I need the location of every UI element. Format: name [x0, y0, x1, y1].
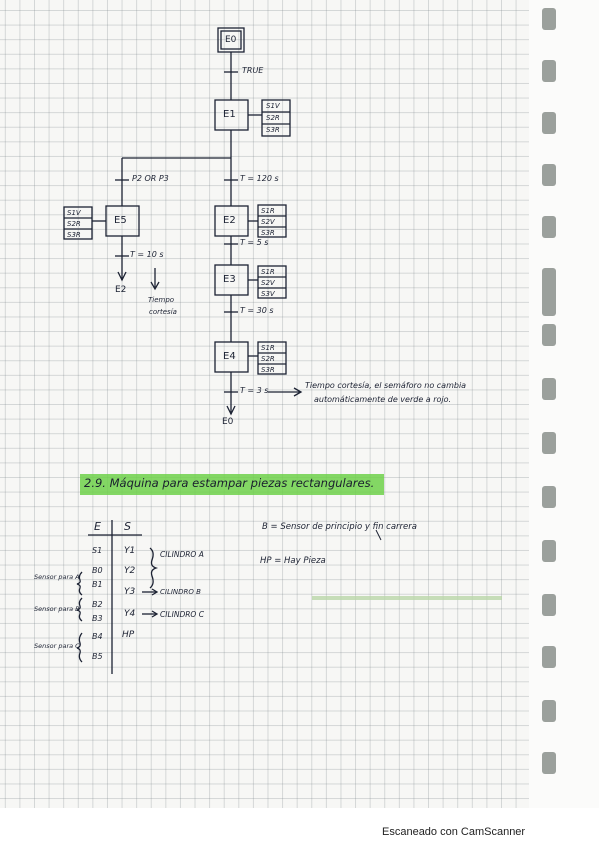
e5-action-box	[63, 206, 93, 240]
binder-hole	[542, 324, 556, 346]
e1-action-box	[261, 99, 291, 137]
transition-p2-p3-label: P2 OR P3	[132, 174, 169, 183]
e1-action-1: S1V	[266, 102, 280, 110]
transition-3s-label: T = 3 s	[240, 386, 269, 395]
output-hp: HP	[122, 630, 135, 640]
e3-action-3: S3V	[261, 290, 275, 298]
section-title: 2.9. Máquina para estampar piezas rectan…	[84, 476, 375, 490]
tiempo-cortesia-2: cortesía	[149, 308, 177, 316]
binder-hole	[542, 486, 556, 508]
e2-action-3: S3R	[261, 229, 275, 237]
e1-action-3: S3R	[266, 126, 280, 134]
input-b0: B0	[92, 566, 103, 575]
sensor-group-a: Sensor para A	[34, 573, 80, 581]
cilindro-c-label: CILINDRO C	[160, 610, 204, 619]
b-definition: B = Sensor de principio y fin carrera	[262, 522, 417, 532]
binder-hole	[542, 700, 556, 722]
hp-definition: HP = Hay Pieza	[260, 556, 326, 566]
courtesy-note-2: automáticamente de verde a rojo.	[314, 395, 452, 404]
tiempo-cortesia-1: Tiempo	[148, 296, 175, 304]
e5-action-2: S2R	[67, 220, 81, 228]
title-highlight	[80, 474, 384, 495]
binder-hole	[542, 646, 556, 668]
margin-strip	[529, 0, 599, 848]
step-e0-label: E0	[225, 35, 237, 45]
binder-hole	[542, 540, 556, 562]
input-b5: B5	[92, 652, 103, 661]
e3-action-2: S2V	[261, 279, 275, 287]
step-e0-inner	[220, 30, 242, 50]
step-e1-label: E1	[223, 109, 236, 120]
binder-hole	[542, 8, 556, 30]
green-marker-line	[312, 596, 502, 600]
input-b1: B1	[92, 580, 103, 589]
transition-120s-label: T = 120 s	[240, 174, 279, 183]
binder-hole	[542, 432, 556, 454]
binder-hole	[542, 594, 556, 616]
scanner-watermark: Escaneado con CamScanner	[382, 826, 526, 838]
e5-action-3: S3R	[67, 231, 81, 239]
jump-arrow	[117, 271, 127, 282]
step-e2-label: E2	[223, 215, 236, 226]
transition-30s-label: T = 30 s	[240, 306, 274, 315]
e2-action-2: S2V	[261, 218, 275, 226]
e2-action-1: S1R	[261, 207, 275, 215]
output-y2: Y2	[124, 566, 136, 576]
binder-hole	[542, 60, 556, 82]
transition-true-label: TRUE	[242, 66, 264, 75]
courtesy-note-1: Tiempo cortesía, el semáforo no cambia	[305, 381, 467, 390]
binder-hole	[542, 216, 556, 238]
e3-action-box	[257, 265, 287, 299]
output-y4: Y4	[124, 609, 136, 619]
e4-action-3: S3R	[261, 366, 275, 374]
step-e5-label: E5	[114, 215, 127, 226]
binder-hole	[542, 164, 556, 186]
output-y3: Y3	[124, 587, 136, 597]
sensor-group-c: Sensor para C	[34, 642, 80, 650]
jump-e2-label: E2	[115, 285, 127, 295]
output-y1: Y1	[124, 546, 136, 556]
cilindro-a-label: CILINDRO A	[160, 550, 204, 559]
sensor-group-b: Sensor para B	[34, 605, 80, 613]
brace-a	[149, 547, 159, 589]
cilindro-b-label: CILINDRO B	[160, 588, 201, 596]
transition-10s-label: T = 10 s	[130, 250, 164, 259]
input-b2: B2	[92, 600, 103, 609]
transition-5s-label: T = 5 s	[240, 238, 269, 247]
table-header-s: S	[124, 520, 131, 533]
binder-hole	[542, 378, 556, 400]
input-s1: S1	[92, 546, 103, 555]
e1-action-2: S2R	[266, 114, 280, 122]
input-b3: B3	[92, 614, 103, 623]
e2-action-box	[257, 204, 287, 238]
binder-hole	[542, 112, 556, 134]
binder-hole	[542, 752, 556, 774]
e4-action-box	[257, 341, 287, 375]
e4-action-2: S2R	[261, 355, 275, 363]
e5-action-1: S1V	[67, 209, 81, 217]
e4-action-1: S1R	[261, 344, 275, 352]
footer-area	[0, 808, 599, 848]
e3-action-1: S1R	[261, 268, 275, 276]
table-header-e: E	[94, 520, 101, 533]
jump-e0-label: E0	[222, 417, 234, 427]
step-e4-label: E4	[223, 351, 236, 362]
step-e3-label: E3	[223, 274, 236, 285]
input-b4: B4	[92, 632, 103, 641]
binder-hole	[542, 268, 556, 316]
